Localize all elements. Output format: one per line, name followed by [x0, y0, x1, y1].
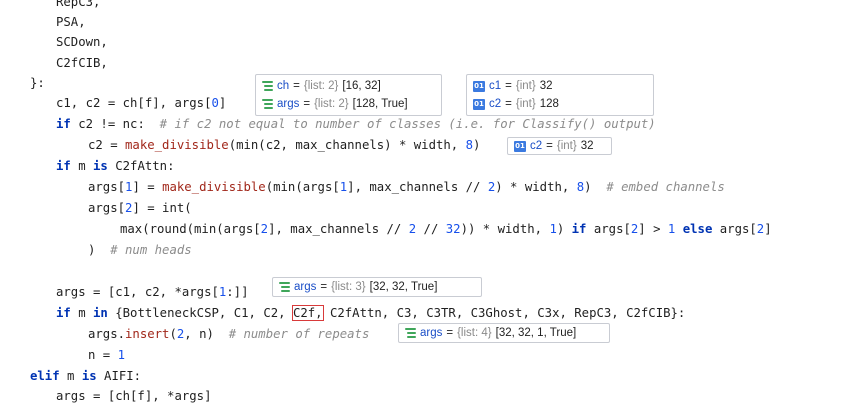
- inline-hint-args-list4[interactable]: args= {list: 4} [32, 32, 1, True]: [398, 323, 610, 343]
- list-icon: [262, 99, 273, 109]
- code-line-6: c1, c2 = ch[f], args[0]: [56, 96, 227, 110]
- inline-hint-ch-args[interactable]: ch= {list: 2} [16, 32] args= {list: 2} […: [255, 74, 442, 116]
- code-line-5: }:: [30, 76, 45, 90]
- code-line-12: max(round(min(args[2], max_channels // 2…: [120, 222, 772, 236]
- code-line-8: c2 = make_divisible(min(c2, max_channels…: [88, 138, 481, 152]
- code-line-13: ) # num heads: [88, 243, 192, 257]
- code-line-19: args = [ch[f], *args]: [56, 389, 212, 403]
- code-line-18: elif m is AIFI:: [30, 369, 142, 383]
- code-line-11: args[2] = int(: [88, 201, 192, 215]
- code-line-9: if m is C2fAttn:: [56, 159, 175, 173]
- code-line-15: if m in {BottleneckCSP, C1, C2, C2f, C2f…: [56, 305, 686, 321]
- list-icon: [279, 282, 290, 292]
- code-line-17: n = 1: [88, 348, 126, 362]
- code-line-3: SCDown,: [56, 35, 108, 49]
- code-line-16: args.insert(2, n) # number of repeats: [88, 327, 370, 341]
- inline-hint-args-list3[interactable]: args= {list: 3} [32, 32, True]: [272, 277, 482, 297]
- inline-hint-c2[interactable]: 01 c2= {int} 32: [507, 137, 612, 155]
- code-line-14: args = [c1, c2, *args[1:]]: [56, 285, 249, 299]
- inline-hint-c1-c2[interactable]: 01 c1= {int} 32 01 c2= {int} 128: [466, 74, 654, 116]
- code-line-4: C2fCIB,: [56, 56, 108, 70]
- code-line-2: PSA,: [56, 15, 86, 29]
- code-line-1: RepC3,: [56, 0, 101, 9]
- code-line-7: if c2 != nc: # if c2 not equal to number…: [56, 117, 656, 131]
- list-icon: [405, 328, 416, 338]
- int-icon: 01: [473, 80, 485, 92]
- list-icon: [262, 81, 273, 91]
- int-icon: 01: [473, 98, 485, 110]
- highlighted-c2f: C2f,: [291, 305, 324, 321]
- int-icon: 01: [514, 140, 526, 152]
- code-line-10: args[1] = make_divisible(min(args[1], ma…: [88, 180, 725, 194]
